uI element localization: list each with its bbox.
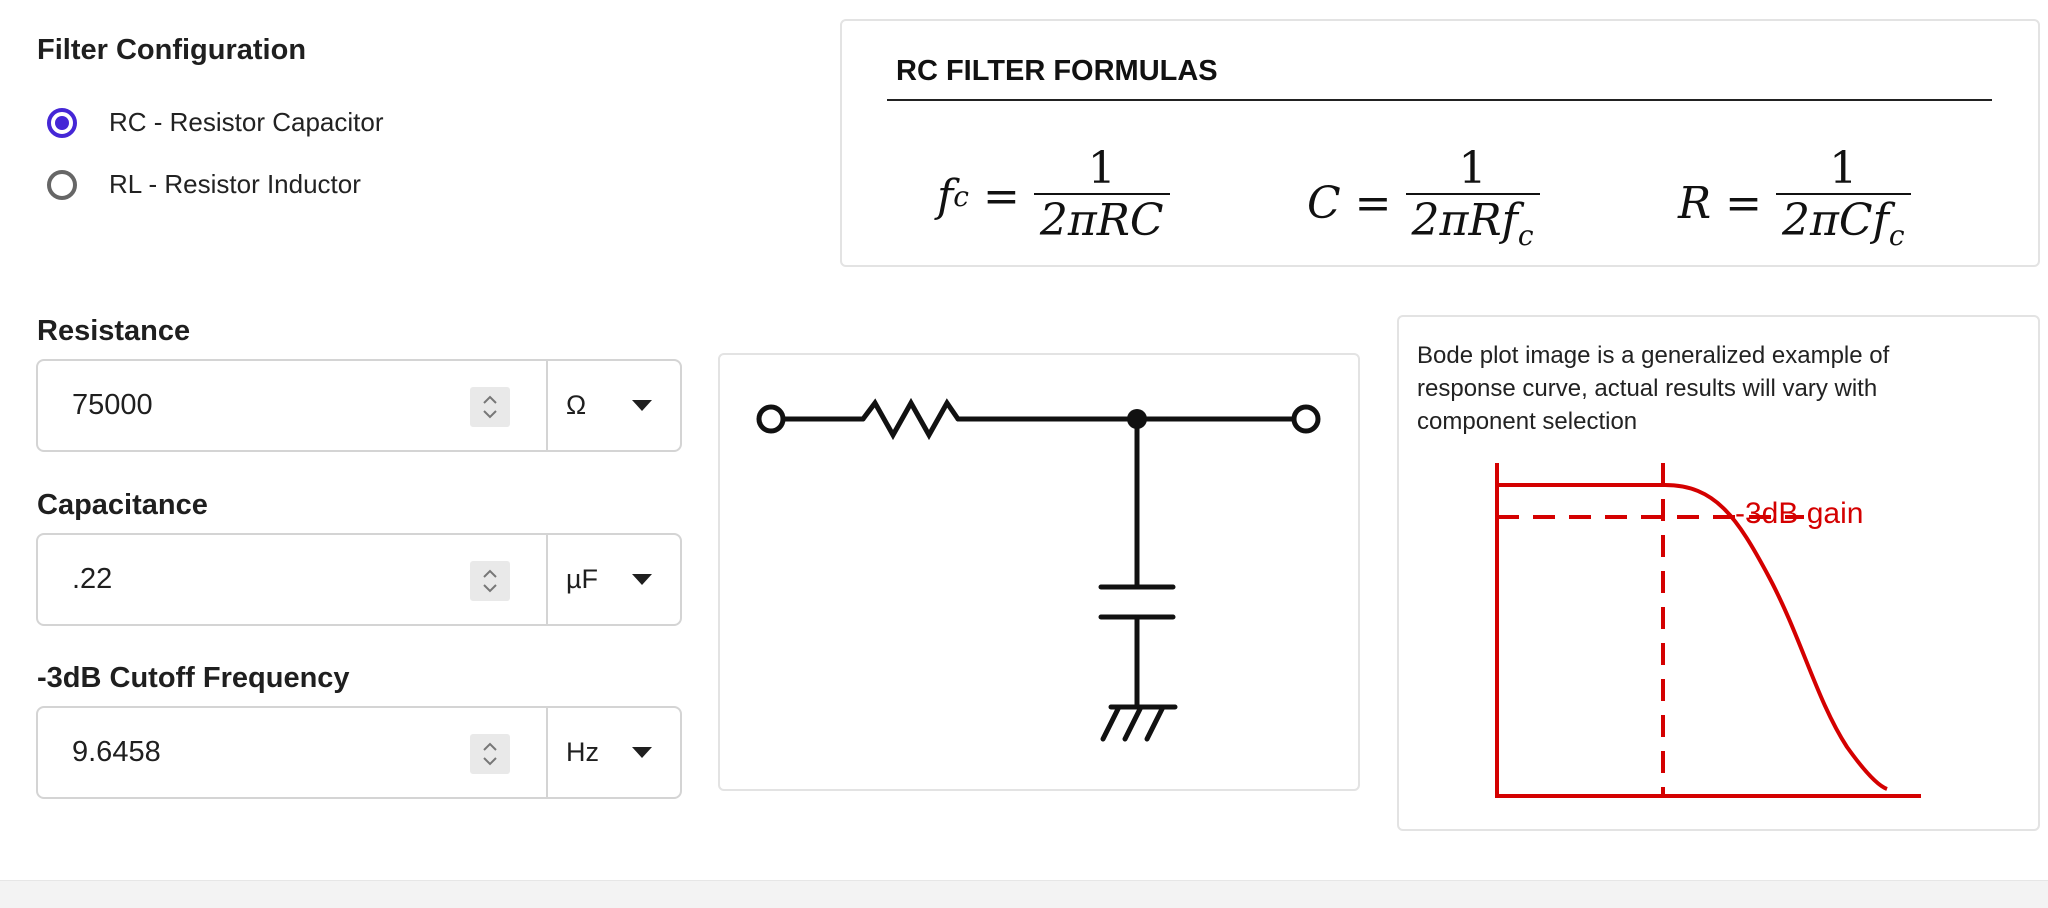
output-terminal-icon — [1291, 404, 1321, 434]
bode-panel: Bode plot image is a generalized example… — [1397, 315, 2040, 831]
radio-rc-checked-icon[interactable] — [47, 107, 77, 138]
formula-c-lhs: C — [1307, 177, 1341, 229]
cutoff-input[interactable]: 9.6458 — [38, 708, 548, 797]
formula-r-lhs: R — [1678, 177, 1712, 229]
page-footer-bar — [0, 880, 2048, 908]
formula-c-fraction: 1 2πRfc — [1405, 143, 1540, 262]
formula-fc-den: 2πRC — [1039, 195, 1164, 246]
radio-rl-label[interactable]: RL - Resistor Inductor — [109, 169, 361, 199]
formula-fc-num: 1 — [1087, 143, 1116, 194]
radio-rl-unchecked-icon[interactable] — [47, 169, 77, 200]
cutoff-label: -3dB Cutoff Frequency — [37, 662, 350, 694]
bode-note: Bode plot image is a generalized example… — [1417, 342, 1890, 435]
cutoff-unit[interactable]: Hz — [566, 737, 599, 767]
radio-option-rl[interactable]: RL - Resistor Inductor — [47, 169, 361, 200]
formula-c-num: 1 — [1458, 143, 1487, 194]
input-terminal-icon — [756, 404, 786, 434]
equals-sign: = — [1725, 177, 1763, 229]
cutoff-value[interactable]: 9.6458 — [72, 736, 161, 768]
resistance-unit-select[interactable]: Ω — [548, 361, 680, 450]
bode-plot-diagram — [1495, 463, 1921, 798]
resistance-unit[interactable]: Ω — [566, 390, 587, 420]
circuit-panel — [718, 353, 1360, 791]
caret-down-icon[interactable] — [632, 400, 652, 411]
formula-c: C = 1 2πRfc — [1307, 145, 1540, 262]
gain-label: -3dB gain — [1735, 497, 1864, 530]
spinner-arrows-icon — [483, 742, 497, 766]
resistance-value[interactable]: 75000 — [72, 389, 153, 421]
resistance-spinner[interactable] — [470, 387, 510, 427]
formula-r: R = 1 2πCfc — [1678, 145, 1911, 262]
resistance-input[interactable]: 75000 — [38, 361, 548, 450]
equals-sign: = — [1354, 177, 1392, 229]
formula-r-num: 1 — [1829, 143, 1858, 194]
formula-fc-fraction: 1 2πRC — [1033, 143, 1170, 247]
radio-rc-label[interactable]: RC - Resistor Capacitor — [109, 107, 384, 137]
spinner-arrows-icon — [483, 395, 497, 419]
resistance-label: Resistance — [37, 315, 191, 347]
formula-c-den-sub: c — [1517, 218, 1534, 252]
cutoff-spinner[interactable] — [470, 734, 510, 774]
formula-c-den: 2πRf — [1411, 195, 1518, 246]
bode-axes — [1495, 463, 1921, 798]
formula-fc-lhs-sub: c — [953, 179, 969, 213]
capacitance-unit-select[interactable]: µF — [548, 535, 680, 624]
formula-fc-lhs: f — [937, 170, 954, 222]
junction-dot-icon — [1127, 409, 1147, 429]
capacitance-value[interactable]: .22 — [72, 563, 113, 595]
capacitance-unit[interactable]: µF — [566, 564, 599, 594]
caret-down-icon[interactable] — [632, 747, 652, 758]
radio-option-rc[interactable]: RC - Resistor Capacitor — [47, 107, 384, 138]
resistance-field: 75000 Ω — [36, 359, 682, 452]
capacitance-input[interactable]: .22 — [38, 535, 548, 624]
formulas-title: RC FILTER FORMULAS — [896, 55, 1218, 87]
spinner-arrows-icon — [483, 569, 497, 593]
formula-r-den-sub: c — [1888, 218, 1905, 252]
equals-sign: = — [982, 170, 1020, 222]
cutoff-unit-select[interactable]: Hz — [548, 708, 680, 797]
capacitance-label: Capacitance — [37, 489, 208, 521]
cutoff-field: 9.6458 Hz — [36, 706, 682, 799]
caret-down-icon[interactable] — [632, 574, 652, 585]
resistor-icon — [860, 397, 961, 441]
capacitance-spinner[interactable] — [470, 561, 510, 601]
formula-r-den: 2πCf — [1782, 195, 1889, 246]
rc-circuit-diagram — [756, 397, 1321, 742]
capacitance-field: .22 µF — [36, 533, 682, 626]
formulas-divider — [887, 99, 1992, 101]
bode-response-curve — [1497, 483, 1888, 791]
formula-r-fraction: 1 2πCfc — [1776, 145, 1911, 262]
filter-config-heading: Filter Configuration — [37, 34, 307, 66]
